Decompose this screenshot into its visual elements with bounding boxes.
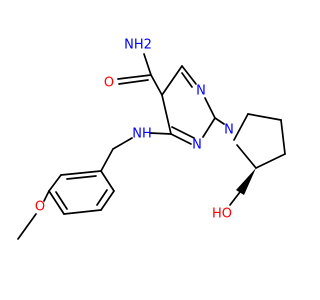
- bond-pyrr-n-c2: [233, 113, 249, 141]
- bond-benzene-1-inner: [66, 175, 97, 180]
- bond-benzene-5-inner: [96, 189, 108, 206]
- bond-lines: [17, 53, 286, 240]
- amide-o-label: O: [104, 76, 114, 91]
- bond-benzene-3: [48, 190, 65, 215]
- amide-nh2-label: NH2: [124, 38, 152, 53]
- molecule-structure-diagram: NH2 O N N NH N O HO: [17, 37, 286, 240]
- ring-n-bottom-label: N: [192, 138, 202, 153]
- bond-c5-c6: [161, 65, 183, 96]
- bond-benzene-6: [100, 170, 115, 192]
- bond-benzene-4: [63, 209, 102, 215]
- bond-methoxy-o-ch3: [17, 213, 37, 240]
- bond-benzene-3-inner: [55, 191, 68, 210]
- bond-c6-n1: [181, 65, 197, 85]
- bond-pyrr-c4-c5: [255, 153, 286, 169]
- molecule-svg: NH2 O N N NH N O HO: [17, 38, 286, 240]
- bond-benzene-2: [48, 174, 62, 192]
- bond-carbonyl-c-amide-n: [143, 53, 152, 76]
- bond-carbonyl-c-o-double: [118, 79, 149, 85]
- ring-n-top-label: N: [196, 84, 206, 99]
- bond-ch2-hydroxyl: [229, 191, 241, 206]
- bond-nh-ch2: [112, 137, 133, 150]
- bond-benzene-5: [100, 190, 115, 211]
- bond-c6-n1-inner: [181, 72, 193, 88]
- bond-n3-c4-inner: [171, 126, 195, 139]
- nh-linker-label: NH: [132, 127, 152, 142]
- bond-pyrr-c3-c4: [280, 119, 286, 155]
- bond-pyrr-c5-n: [236, 144, 257, 169]
- bond-n3-c4: [170, 133, 192, 145]
- hydroxyl-label: HO: [212, 207, 232, 222]
- methoxy-o-label: O: [35, 200, 45, 215]
- stereo-wedge-bond: [236, 168, 256, 195]
- bond-c4-c5: [161, 94, 172, 135]
- bond-c4-nh: [149, 132, 172, 135]
- bond-aryl-methoxy-o: [43, 190, 50, 202]
- bond-n1-c2: [204, 97, 216, 119]
- atom-labels: NH2 O N N NH N O HO: [35, 38, 234, 222]
- bond-pyrr-c2-c3: [247, 113, 282, 121]
- bond-carbonyl-c-o: [117, 74, 152, 80]
- bond-carbonyl-c-ring: [150, 74, 163, 96]
- bond-ch2-aryl: [100, 148, 114, 172]
- bond-benzene-1: [60, 170, 102, 176]
- pyrrolidine-n-label: N: [224, 123, 234, 138]
- bond-c2-n3: [202, 117, 216, 138]
- bond-c2-pyrrolidine-n: [214, 117, 225, 125]
